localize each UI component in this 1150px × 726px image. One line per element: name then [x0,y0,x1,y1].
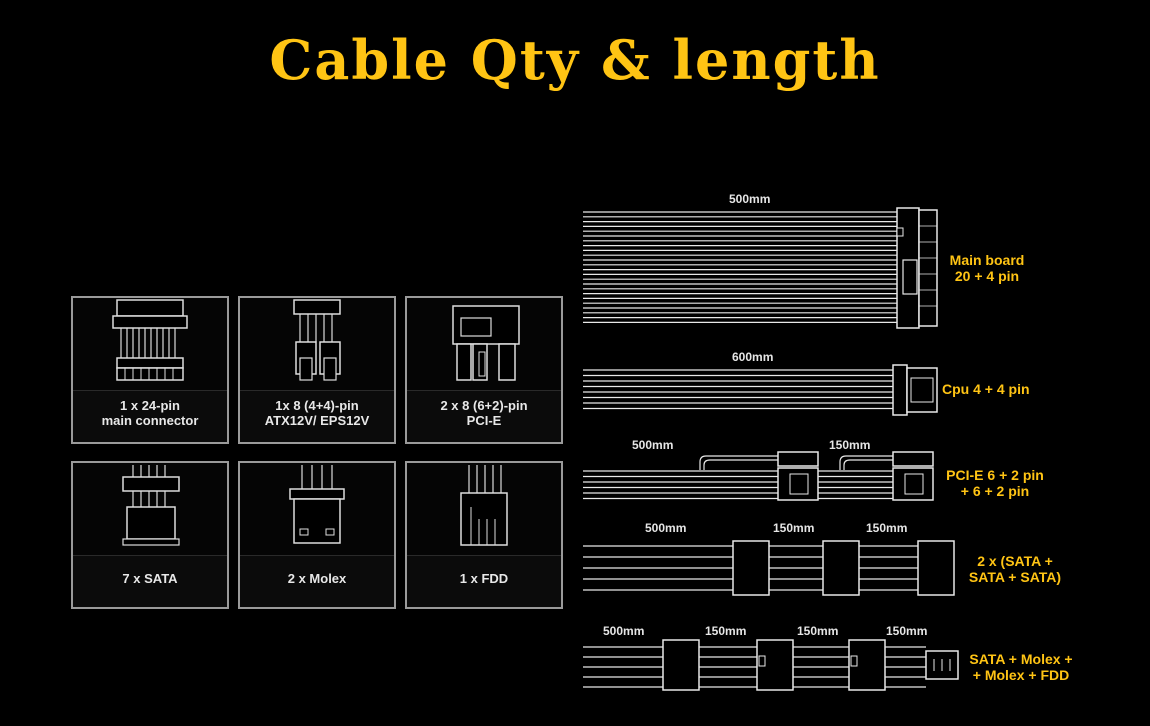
card-label: 2 x Molex [287,571,347,586]
pcie-cable-label: PCI-E 6 + 2 pin + 6 + 2 pin [940,467,1050,499]
cpu-cable-label: Cpu 4 + 4 pin [942,381,1030,397]
card-label-line1: 2 x 8 (6+2)-pin [440,398,528,413]
pcie-cable-label-line1: PCI-E 6 + 2 pin [946,467,1044,483]
atx-24pin-connector-icon [73,298,227,390]
main-cable-label: Main board 20 + 4 pin [940,252,1034,284]
main-board-cable-icon [583,207,938,329]
card-fdd: 1 x FDD [405,461,563,609]
mixed-cable-label-line1: SATA + Molex + [969,651,1073,667]
mixed-cable-label-line2: + Molex + FDD [972,667,1070,683]
card-24pin: 1 x 24-pin main connector [71,296,229,444]
card-divider [407,390,561,391]
mixed-cable-label: SATA + Molex + + Molex + FDD [962,651,1080,683]
card-sata: 7 x SATA [71,461,229,609]
main-cable-label-line2: 20 + 4 pin [954,268,1020,284]
fdd-connector-icon [407,463,561,555]
card-molex: 2 x Molex [238,461,396,609]
cpu-cable-icon [583,364,938,416]
card-label: 1x 8 (4+4)-pin ATX12V/ EPS12V [240,398,394,428]
pcie-cable-length-1: 500mm [632,438,674,452]
pcie-cable-icon [583,451,934,501]
card-label-line2: main connector [101,413,199,428]
sata-cable-label-line1: 2 x (SATA + [977,553,1053,569]
card-label-line2: PCI-E [466,413,502,428]
molex-connector-icon [240,463,394,555]
sata-cable-length-3: 150mm [866,521,908,535]
pcie-cable-length-2: 150mm [829,438,871,452]
mixed-cable-length-3: 150mm [797,624,839,638]
sata-cable-length-1: 500mm [645,521,687,535]
card-label-line2: ATX12V/ EPS12V [264,413,370,428]
card-label: 1 x FDD [459,571,509,586]
card-eps-8pin: 1x 8 (4+4)-pin ATX12V/ EPS12V [238,296,396,444]
card-divider [73,390,227,391]
sata-cable-icon [583,540,955,596]
card-label-line1: 1 x 24-pin [120,398,180,413]
card-divider [73,555,227,556]
page-title: Cable Qty & length [269,28,881,92]
mixed-cable-length-4: 150mm [886,624,928,638]
sata-connector-icon [73,463,227,555]
sata-cable-length-2: 150mm [773,521,815,535]
pcie-cable-label-line2: + 6 + 2 pin [960,483,1030,499]
mixed-cable-length-2: 150mm [705,624,747,638]
card-label: 7 x SATA [122,571,178,586]
card-divider [240,390,394,391]
mixed-cable-length-1: 500mm [603,624,645,638]
sata-cable-label-line2: SATA + SATA) [968,569,1062,585]
eps-8pin-connector-icon [240,298,394,390]
sata-molex-fdd-cable-icon [583,639,959,691]
main-cable-label-line1: Main board [949,252,1025,268]
pcie-8pin-connector-icon [407,298,561,390]
card-label: 1 x 24-pin main connector [73,398,227,428]
card-pcie: 2 x 8 (6+2)-pin PCI-E [405,296,563,444]
card-label-line1: 1x 8 (4+4)-pin [275,398,359,413]
main-cable-length: 500mm [729,192,771,206]
cpu-cable-length: 600mm [732,350,774,364]
card-divider [240,555,394,556]
card-label: 2 x 8 (6+2)-pin PCI-E [407,398,561,428]
card-divider [407,555,561,556]
sata-cable-label: 2 x (SATA + SATA + SATA) [958,553,1072,585]
